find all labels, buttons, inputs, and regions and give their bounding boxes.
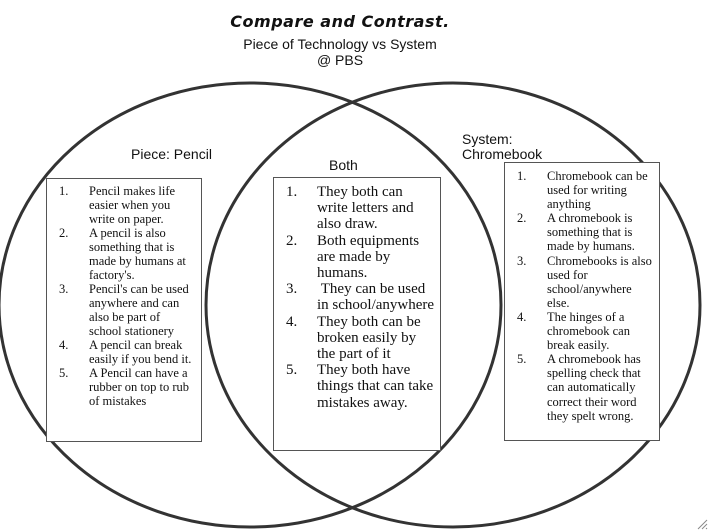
list-item: 2. A pencil is also something that is mad…	[59, 226, 195, 282]
list-number: 4.	[286, 313, 298, 330]
list-number: 2.	[59, 226, 69, 240]
page-title: Compare and Contrast.	[230, 12, 450, 31]
right-circle-label: System: Chromebook	[462, 132, 542, 162]
list-item: 5. They both have things that can take mi…	[286, 362, 436, 411]
list-number: 2.	[517, 211, 527, 226]
list-item: 2. A chromebook is something that is made…	[517, 211, 655, 253]
right-circle	[204, 81, 702, 529]
list-item: 1. Pencil makes life easier when you writ…	[59, 184, 195, 226]
list-number: 1.	[517, 169, 527, 183]
list-text: They can be used in school/anywhere	[317, 281, 435, 314]
list-item: 4. A pencil can break easily if you bend …	[59, 338, 195, 366]
list-text: A pencil can break easily if you bend it…	[89, 338, 192, 366]
list-item: 5. A Pencil can have a rubber on top to r…	[59, 366, 195, 408]
chromebook-list: 1. Chromebook can be used for writing any…	[517, 169, 655, 423]
pencil-text-box: 1. Pencil makes life easier when you writ…	[46, 178, 202, 442]
list-item: 4. They both can be broken easily by the …	[286, 314, 436, 363]
list-item: 1. Chromebook can be used for writing any…	[517, 169, 655, 211]
list-item: 1. They both can write letters and also d…	[286, 184, 436, 233]
left-circle-label: Piece: Pencil	[131, 146, 212, 162]
list-text: Pencil's can be used anywhere and can al…	[89, 282, 189, 338]
list-text: A chromebook has spelling check that can…	[547, 352, 641, 423]
list-text: They both have things that can take mist…	[317, 362, 434, 411]
list-item: 4. The hinges of a chromebook can break e…	[517, 310, 655, 352]
right-label-line-2: Chromebook	[462, 146, 543, 162]
list-text: Pencil makes life easier when you write …	[89, 184, 176, 226]
list-number: 4.	[517, 309, 527, 324]
list-number: 5.	[517, 352, 527, 367]
list-number: 4.	[59, 338, 69, 352]
list-item: 3. Chromebooks is also used for school/an…	[517, 254, 655, 310]
list-number: 3.	[517, 253, 527, 268]
list-number: 1.	[286, 184, 298, 200]
list-item: 3. They can be used in school/anywhere	[286, 281, 436, 313]
pencil-list: 1. Pencil makes life easier when you writ…	[59, 184, 195, 408]
middle-label: Both	[329, 157, 358, 173]
both-list: 1. They both can write letters and also d…	[286, 184, 436, 411]
chromebook-text-box: 1. Chromebook can be used for writing any…	[504, 162, 660, 441]
list-text: A Pencil can have a rubber on top to rub…	[89, 366, 189, 408]
list-number: 3.	[286, 281, 298, 298]
list-text: A pencil is also something that is made …	[89, 226, 186, 282]
page-subtitle: Piece of Technology vs System @ PBS	[0, 36, 680, 68]
left-circle	[0, 81, 503, 529]
list-text: They both can write letters and also dra…	[317, 184, 414, 233]
list-item: 3. Pencil's can be used anywhere and can …	[59, 282, 195, 338]
right-label-line-1: System:	[462, 131, 513, 147]
list-number: 3.	[59, 282, 69, 296]
subtitle-line-2: @ PBS	[316, 52, 364, 68]
list-text: Both equipments are made by humans.	[317, 232, 420, 282]
list-number: 2.	[286, 232, 298, 249]
list-text: Chromebooks is also used for school/anyw…	[547, 253, 652, 310]
list-item: 2. Both equipments are made by humans.	[286, 233, 436, 282]
list-number: 5.	[286, 362, 298, 379]
resize-grip-icon[interactable]	[696, 518, 708, 530]
subtitle-line-1: Piece of Technology vs System	[243, 36, 437, 52]
list-text: The hinges of a chromebook can break eas…	[547, 309, 630, 353]
list-number: 5.	[59, 366, 69, 380]
list-number: 1.	[59, 184, 69, 198]
list-item: 5. A chromebook has spelling check that c…	[517, 352, 655, 422]
list-text: A chromebook is something that is made b…	[547, 211, 635, 254]
both-text-box: 1. They both can write letters and also d…	[273, 177, 441, 451]
list-text: Chromebook can be used for writing anyth…	[547, 169, 648, 212]
list-text: They both can be broken easily by the pa…	[317, 313, 421, 363]
